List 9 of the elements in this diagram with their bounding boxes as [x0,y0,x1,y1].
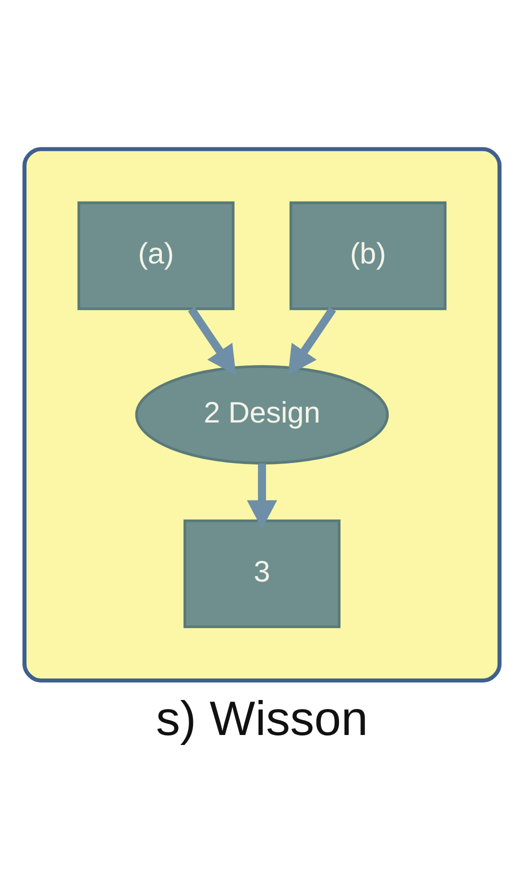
arrow [188,306,236,376]
node-box: 3 [184,519,340,628]
node-ellipse: 2 Design [135,365,389,464]
node-box: (b) [290,201,446,310]
label: s) Wisson [156,692,368,746]
arrow [288,306,336,376]
node-box: (a) [78,201,234,310]
cluster [22,147,502,682]
arrow [246,463,278,530]
